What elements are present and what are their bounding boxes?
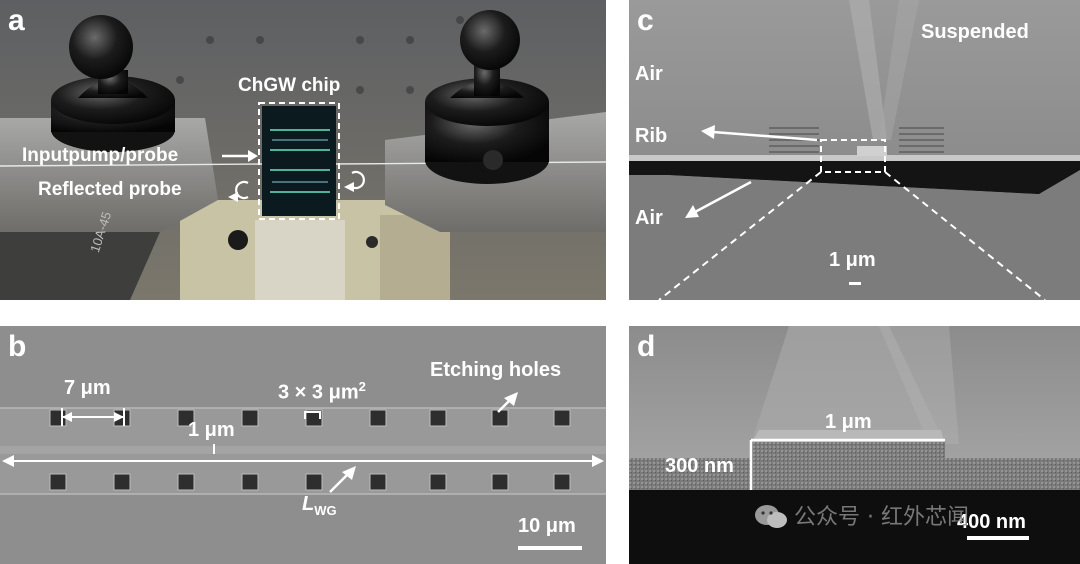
panel-d-scale-label: 400 nm [957, 511, 1026, 533]
etching-hole [553, 409, 571, 427]
etching-hole [429, 409, 447, 427]
panel-d-sem: d 1 μm 300 nm 400 nm [629, 326, 1080, 564]
waveguide-length-label: LWG [302, 494, 337, 517]
etching-holes-bottom-row [49, 473, 571, 491]
rib-label: Rib [635, 125, 668, 147]
etching-hole [49, 473, 67, 491]
panel-a-scene [0, 0, 606, 300]
air-bottom-label: Air [635, 207, 663, 229]
panel-b-scene [0, 326, 606, 564]
length-symbol: L [302, 493, 315, 515]
watermark-text: 公众号 · 红外芯闻 [794, 505, 969, 530]
reflected-probe-label: Reflected probe [38, 179, 182, 200]
panel-b-sem: b 7 μm 3 × 3 μm2 Etching holes 1 μm LWG … [0, 326, 606, 564]
hole-size-sup: 2 [358, 379, 366, 394]
etching-hole [113, 473, 131, 491]
etching-holes-label: Etching holes [430, 359, 562, 381]
chip-label: ChGW chip [238, 75, 341, 96]
rib-width-label: 1 μm [825, 411, 872, 433]
waveguide-width-label: 1 μm [188, 419, 235, 441]
pitch-label: 7 μm [64, 377, 111, 399]
suspended-label: Suspended [921, 21, 1029, 43]
input-pump-probe-label: Inputpump/probe [22, 145, 179, 166]
panel-c-sem: c Suspended Air Rib Air 1 μm [629, 0, 1080, 300]
etching-hole [491, 409, 509, 427]
panel-c-scale-label: 1 μm [829, 249, 876, 271]
panel-d-scene [629, 326, 1080, 564]
panel-a-photo: a ChGW chip Inputpump/probe Reflected pr… [0, 0, 606, 300]
panel-c-letter: c [637, 4, 654, 37]
air-top-label: Air [635, 63, 663, 85]
panel-b-scale-label: 10 μm [518, 515, 576, 537]
hole-size-text: 3 × 3 μm [278, 381, 359, 404]
length-subscript: WG [314, 503, 337, 518]
panel-b-letter: b [8, 330, 27, 363]
wechat-icon [755, 505, 787, 528]
etching-hole [553, 473, 571, 491]
panel-c-scene [629, 0, 1080, 300]
etching-hole [305, 473, 323, 491]
etching-hole [177, 409, 195, 427]
panel-a-letter: a [8, 4, 25, 37]
etching-hole [177, 473, 195, 491]
etching-hole [429, 473, 447, 491]
etching-hole [241, 473, 259, 491]
etching-holes-top-row [49, 409, 571, 427]
hole-size-label: 3 × 3 μm2 [278, 380, 366, 403]
etching-hole [491, 473, 509, 491]
etching-hole [369, 473, 387, 491]
film-thickness-label: 300 nm [665, 455, 734, 477]
panel-d-letter: d [637, 330, 656, 363]
etching-hole [369, 409, 387, 427]
etching-hole [241, 409, 259, 427]
